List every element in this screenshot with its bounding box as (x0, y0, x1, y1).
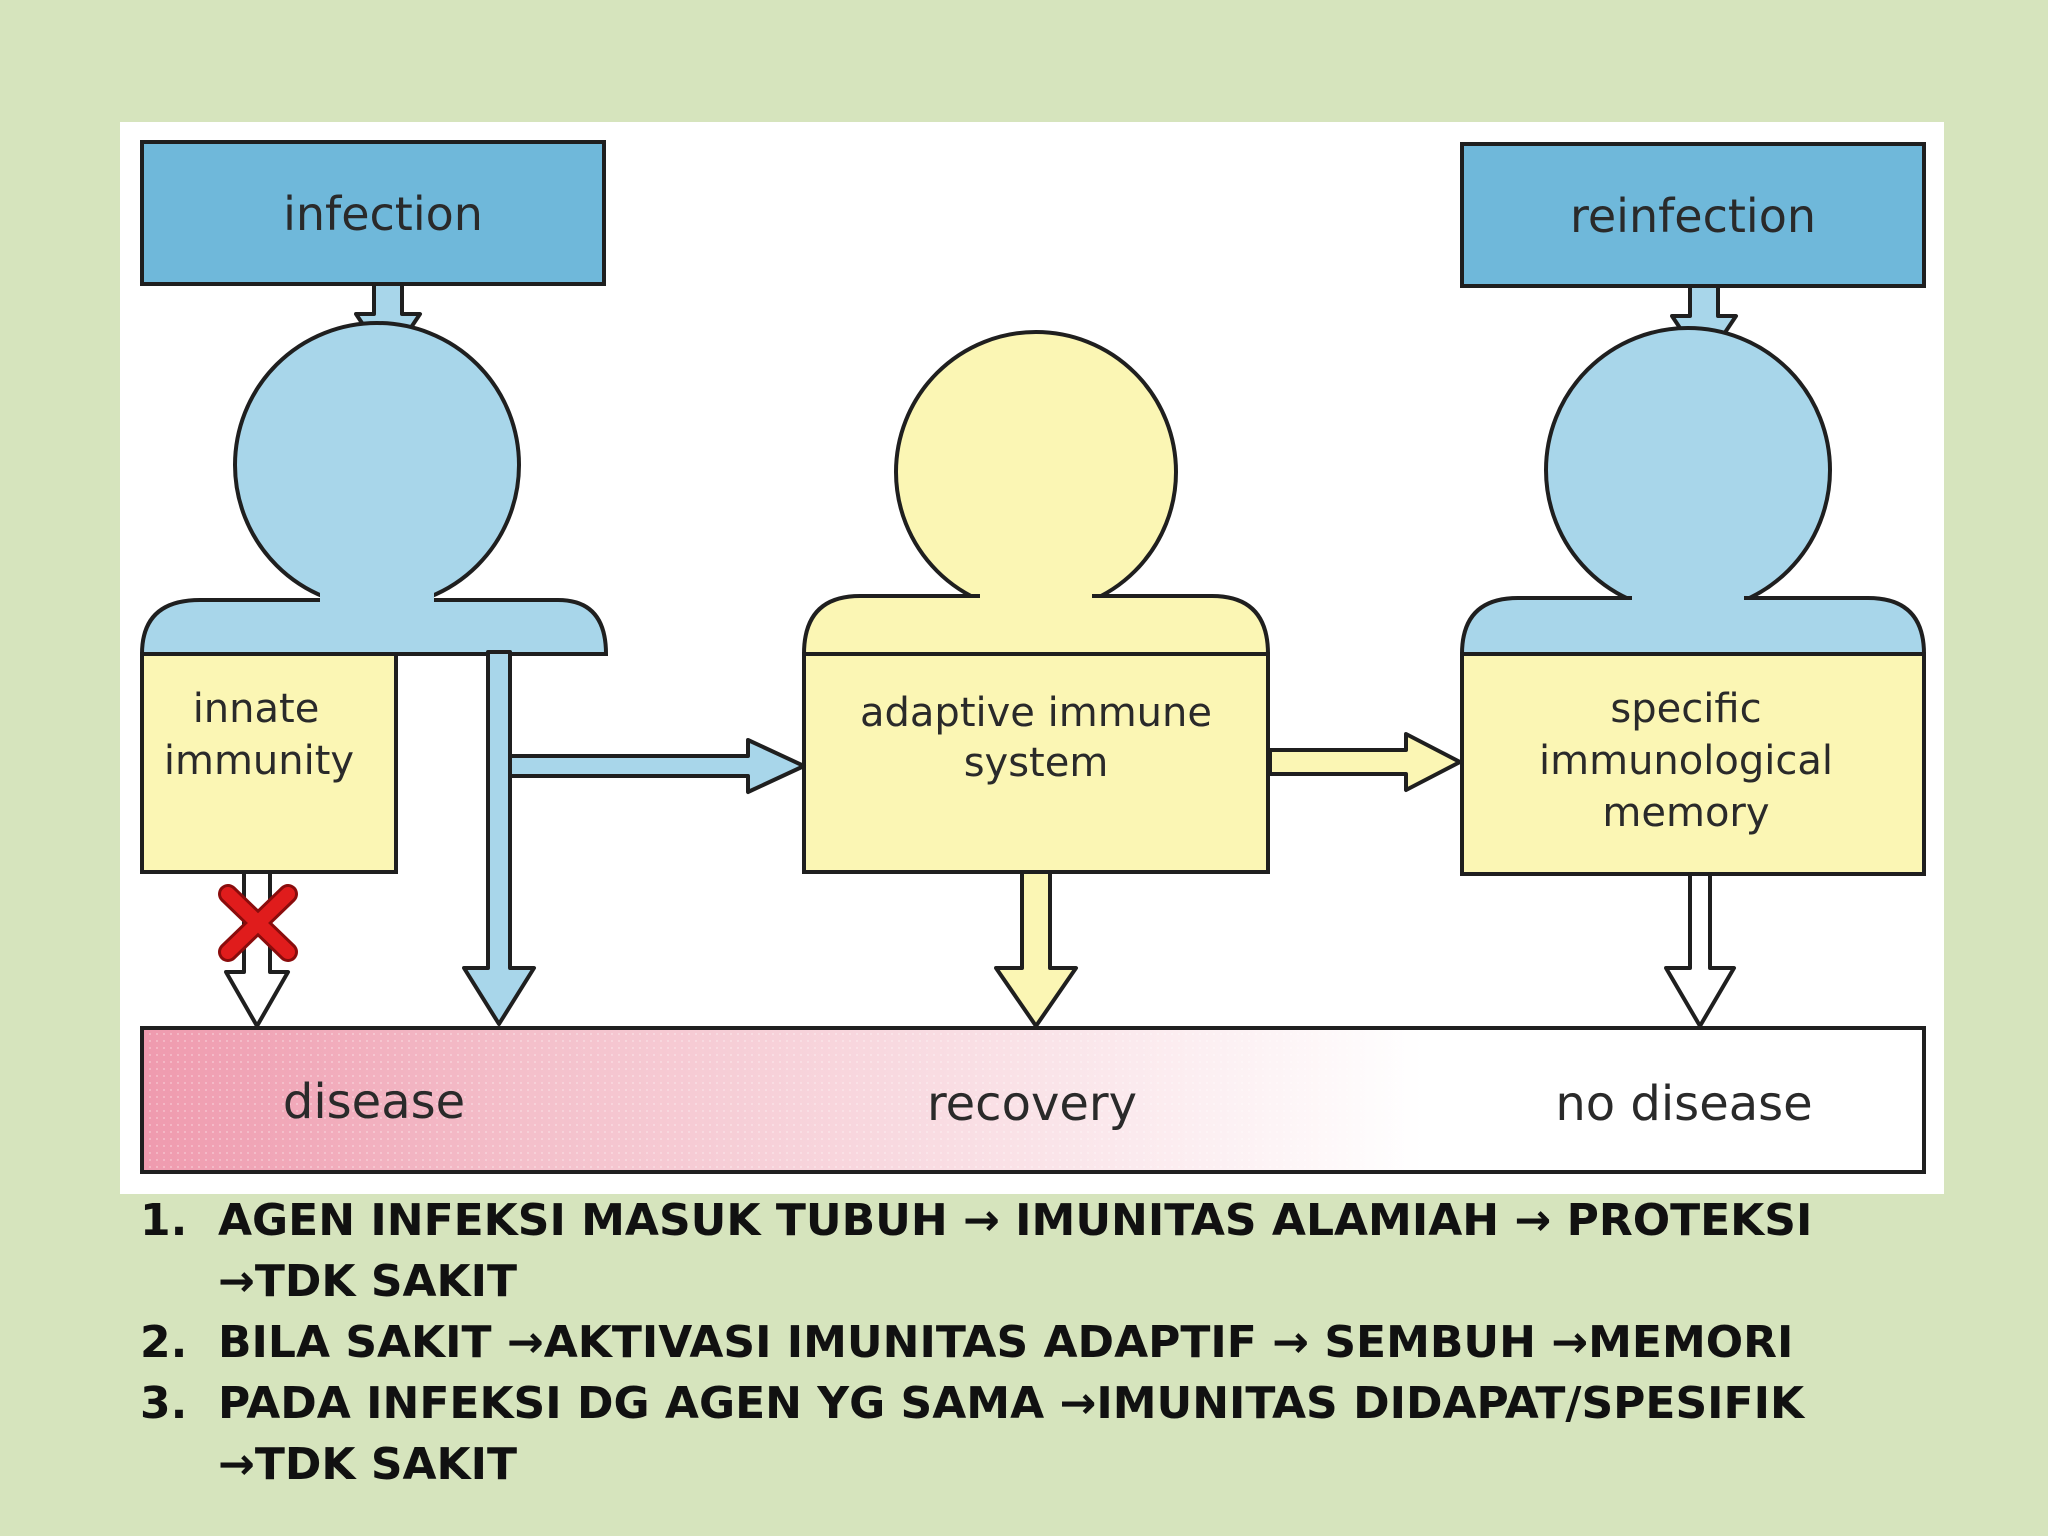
explanation-item-3: 3. PADA INFEKSI DG AGEN YG SAMA →IMUNITA… (140, 1373, 1940, 1495)
innate-box (140, 652, 398, 874)
item-number: 3. (140, 1378, 188, 1429)
immunity-flow-diagram: infection reinfection innate immunity ad… (139, 140, 1927, 1174)
memory-figure (1459, 326, 1927, 656)
adaptive-label-line1: adaptive immune (860, 690, 1212, 736)
infection-label: infection (283, 187, 483, 241)
blocked-x-icon (218, 884, 298, 962)
memory-label-line3: memory (1602, 790, 1769, 836)
item-number: 1. (140, 1195, 188, 1246)
memory-label-line2: immunological (1539, 738, 1833, 784)
innate-to-disease-arrow (462, 650, 536, 1026)
item-line: →TDK SAKIT (218, 1256, 518, 1307)
memory-to-no-disease-arrow (1664, 876, 1736, 1028)
explanation-list: 1. AGEN INFEKSI MASUK TUBUH → IMUNITAS A… (140, 1190, 1940, 1495)
adaptive-box (802, 652, 1270, 874)
innate-to-adaptive-arrow (508, 738, 806, 794)
outcome-disease: disease (283, 1074, 465, 1130)
reinfection-box (1460, 142, 1926, 288)
adaptive-to-recovery-arrow (994, 874, 1078, 1028)
innate-label-line1: innate (193, 686, 320, 732)
item-line: AGEN INFEKSI MASUK TUBUH → IMUNITAS ALAM… (218, 1195, 1813, 1246)
memory-label-line1: specific (1610, 686, 1761, 732)
item-number: 2. (140, 1317, 188, 1368)
memory-box (1460, 652, 1926, 876)
innate-label-line2: immunity (164, 738, 354, 784)
outcome-recovery: recovery (927, 1076, 1137, 1132)
item-line: →TDK SAKIT (218, 1439, 518, 1490)
outcome-no-disease: no disease (1555, 1076, 1812, 1132)
adaptive-to-memory-arrow (1268, 732, 1462, 792)
reinfection-label: reinfection (1570, 189, 1816, 243)
item-line: BILA SAKIT →AKTIVASI IMUNITAS ADAPTIF → … (218, 1317, 1794, 1368)
diagram-panel: infection reinfection innate immunity ad… (120, 122, 1944, 1194)
innate-figure (139, 321, 609, 656)
adaptive-figure (801, 330, 1271, 656)
adaptive-label-line2: system (964, 740, 1109, 786)
explanation-item-1: 1. AGEN INFEKSI MASUK TUBUH → IMUNITAS A… (140, 1190, 1940, 1312)
item-line: PADA INFEKSI DG AGEN YG SAMA →IMUNITAS D… (218, 1378, 1805, 1429)
infection-box (140, 140, 606, 286)
explanation-item-2: 2. BILA SAKIT →AKTIVASI IMUNITAS ADAPTIF… (140, 1312, 1940, 1373)
